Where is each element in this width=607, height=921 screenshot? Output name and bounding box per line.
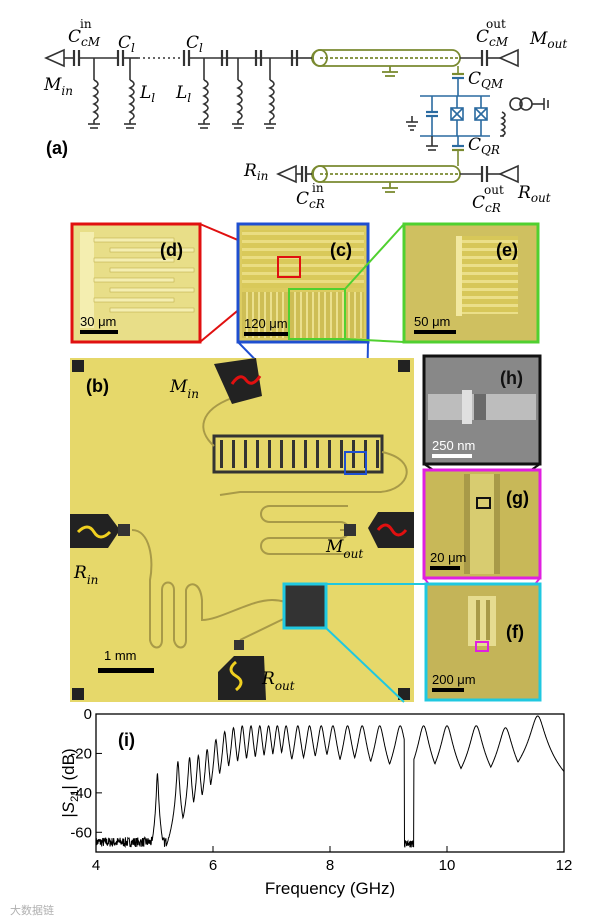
- y-tick-label: -20: [70, 745, 92, 762]
- y-tick-label: 0: [84, 706, 92, 723]
- r-in-port: [276, 164, 297, 184]
- x-tick-label: 4: [92, 857, 100, 874]
- label-m-in: Min: [43, 75, 73, 98]
- y-axis-label: |S21| (dB): [59, 748, 81, 817]
- r-out-port: [498, 164, 519, 184]
- m-in-port: [44, 48, 65, 68]
- label-ll-2: Ll: [175, 83, 191, 105]
- panel-label-d: (d): [160, 240, 183, 260]
- label-ccr-out-sup: out: [484, 183, 504, 197]
- label-ccm-out: CcM: [476, 27, 509, 49]
- pad-m-in: [214, 358, 262, 404]
- x-tick-label: 8: [326, 857, 334, 874]
- scale-b: 1 mm: [104, 648, 137, 663]
- m-out-port: [498, 48, 519, 68]
- label-cl-2: Cl: [186, 33, 203, 55]
- panel-f: (f) 200 μm: [424, 582, 542, 702]
- y-ticks: 0 -20 -40 -60: [70, 706, 102, 841]
- panel-label-i: (i): [118, 730, 135, 750]
- panel-g: (g) 20 μm: [422, 468, 542, 580]
- label-ccr-out: CcR: [472, 193, 501, 215]
- panel-label-c: (c): [330, 240, 352, 260]
- label-cl-1: Cl: [118, 33, 135, 55]
- label-m-out: Mout: [529, 29, 567, 51]
- chip-label-r-in: Rin: [73, 563, 98, 587]
- x-tick-label: 10: [439, 857, 456, 874]
- y-tick-label: -40: [70, 785, 92, 802]
- label-ccr-in-sup: in: [312, 181, 324, 195]
- x-tick-label: 6: [209, 857, 217, 874]
- label-ll-1: Ll: [139, 83, 155, 105]
- scale-e: 50 μm: [414, 314, 450, 329]
- s21-trace: [95, 715, 565, 849]
- lc-chain: [88, 50, 300, 129]
- panel-label-f: (f): [506, 622, 524, 642]
- scale-h: 250 nm: [432, 438, 475, 453]
- y-tick-label: -60: [70, 824, 92, 841]
- panel-e: (e) 50 μm: [402, 222, 540, 344]
- panel-label-b: (b): [86, 376, 109, 396]
- label-r-in: Rin: [243, 161, 268, 183]
- watermark: 大数据链: [10, 903, 54, 917]
- circuit-panel: (a) CcM in Cl Cl Min Ll Ll CcM out Mout …: [43, 17, 567, 215]
- panel-h: (h) 250 nm: [422, 354, 542, 466]
- label-ccm-out-sup: out: [486, 17, 506, 31]
- panel-c: (c) 120 μm: [236, 222, 370, 344]
- plot-frame: [95, 713, 565, 853]
- chip-label-m-in: Min: [169, 377, 199, 401]
- panel-label-e: (e): [496, 240, 518, 260]
- ground-symbols: [406, 97, 549, 151]
- chart-s21: 4 6 8 10 12 0 -20 -40 -60 (i) Frequency (GHz) |…: [59, 706, 572, 898]
- label-ccr-in: CcR: [296, 189, 325, 211]
- label-cqr: CQR: [468, 135, 500, 157]
- scale-f: 200 μm: [432, 672, 476, 687]
- chip-label-m-out: Mout: [325, 537, 363, 561]
- panel-b-chip: (b) Min Mout Rin Rout 1 mm: [70, 358, 414, 702]
- scale-d: 30 μm: [80, 314, 116, 329]
- panel-d: (d) 30 μm: [70, 222, 202, 344]
- x-axis-label: Frequency (GHz): [265, 879, 395, 898]
- transmission-line-bottom: [311, 165, 461, 193]
- panel-label-h: (h): [500, 368, 523, 388]
- label-cqm: CQM: [468, 69, 504, 91]
- label-ccm-in-sup: in: [80, 17, 92, 31]
- scale-g: 20 μm: [430, 550, 466, 565]
- x-tick-label: 12: [556, 857, 573, 874]
- label-ccm-in: CcM: [68, 27, 101, 49]
- qubit-circuit: [420, 66, 490, 166]
- panel-label-a: (a): [46, 138, 68, 158]
- transmission-line-top: [311, 49, 461, 77]
- label-r-out: Rout: [517, 183, 551, 205]
- chip-label-r-out: Rout: [261, 669, 295, 693]
- x-ticks: 4 6 8 10 12: [92, 846, 573, 874]
- panel-label-g: (g): [506, 488, 529, 508]
- scale-c: 120 μm: [244, 316, 288, 331]
